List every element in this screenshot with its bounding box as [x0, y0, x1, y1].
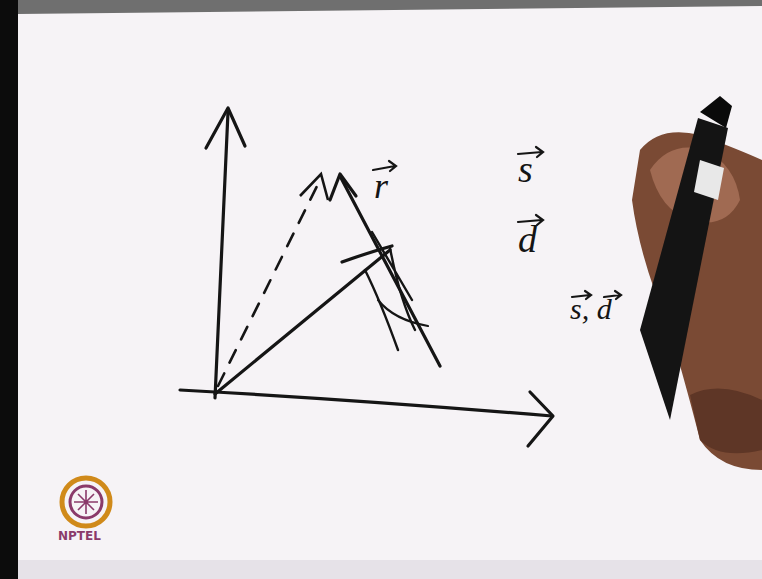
vector-pair-label: s, d: [570, 294, 612, 324]
logo-text: NPTEL: [58, 530, 101, 542]
vector-label: d: [518, 220, 537, 258]
vector-label: r: [374, 168, 388, 204]
vector-label: s: [518, 150, 533, 188]
